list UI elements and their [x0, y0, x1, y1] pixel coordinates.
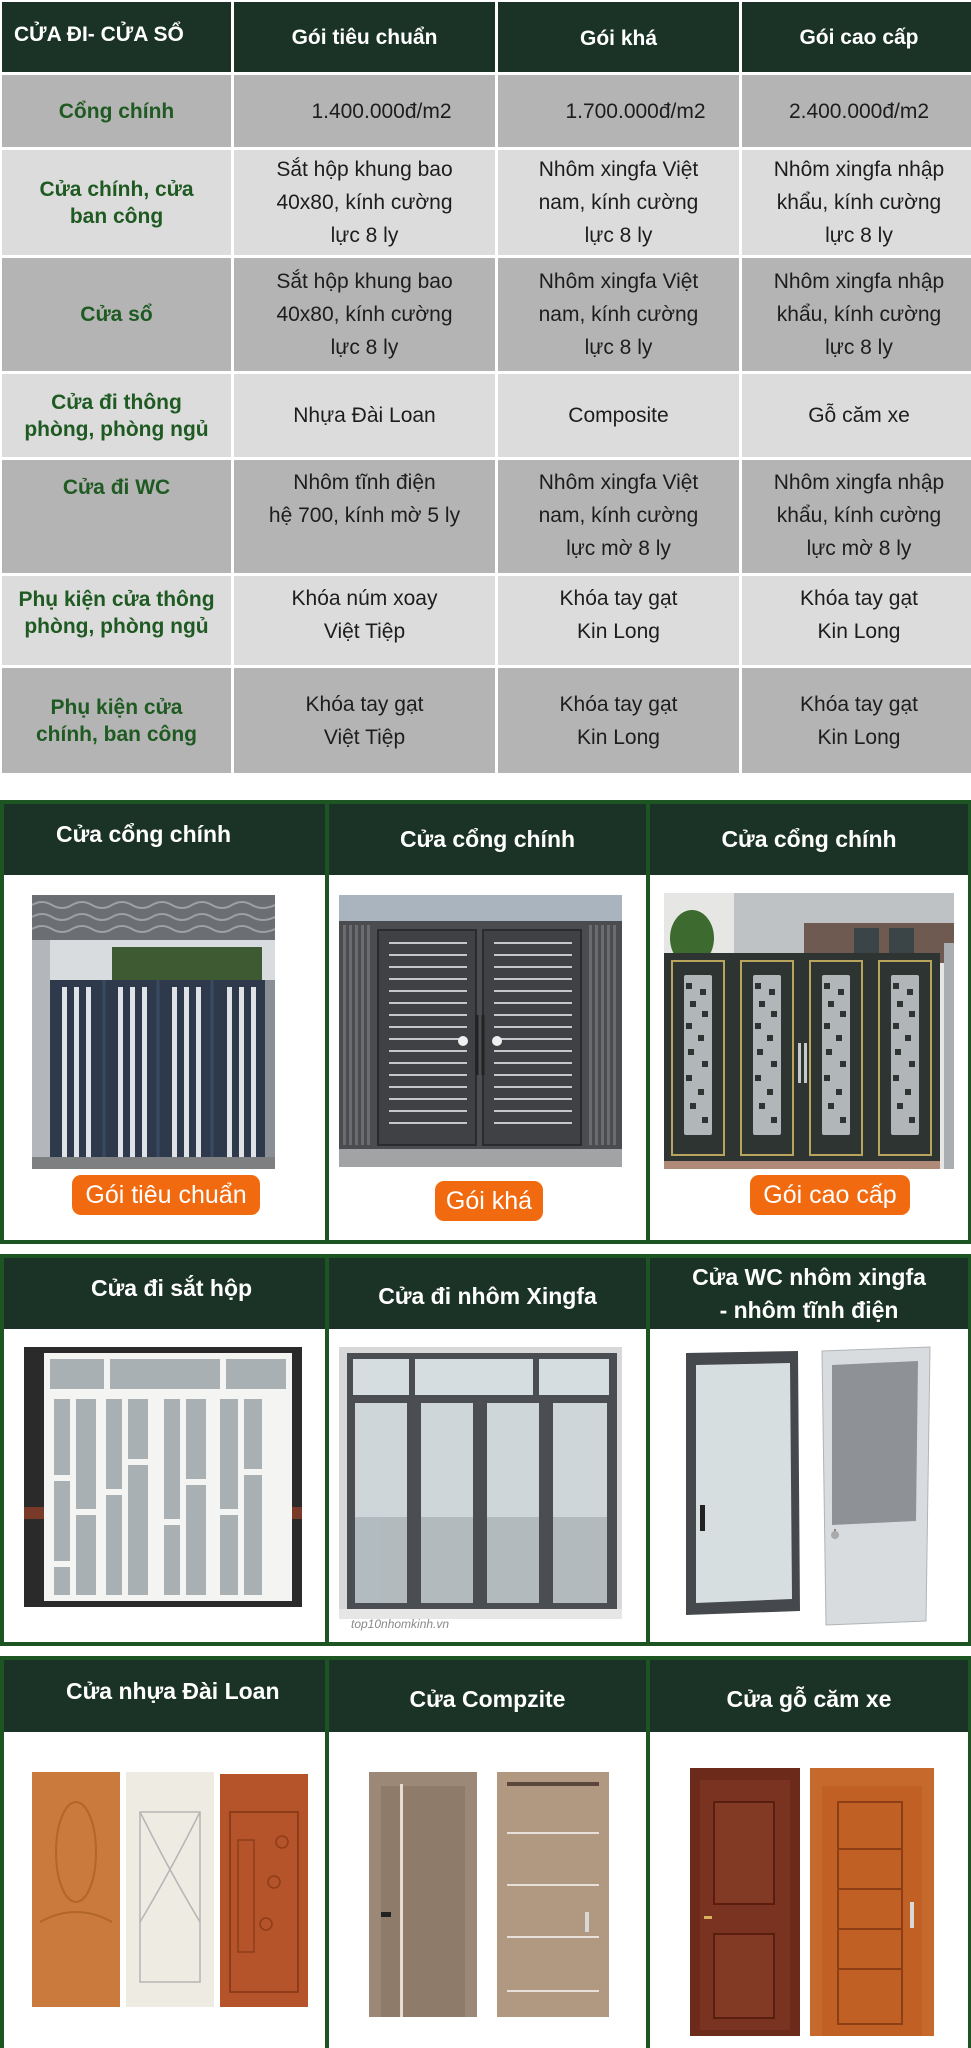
- product-title: Cửa Compzite: [329, 1660, 646, 1732]
- xingfa-aluminum-door-image: [339, 1347, 622, 1619]
- product-card-steel-door: [4, 1329, 325, 1642]
- product-card-composite-door: [329, 1732, 646, 2048]
- product-card-xingfa-door: top10nhomkinh.vn: [329, 1329, 646, 1642]
- row-label-main-gate: Cổng chính: [2, 75, 231, 147]
- row-label-wc-door: Cửa đi WC: [2, 460, 231, 573]
- product-card-teak-door: [650, 1732, 968, 2048]
- product-card-premium-gate: Gói cao cấp: [650, 875, 968, 1240]
- table-cell: 2.400.000đ/m2: [742, 75, 971, 147]
- product-title: Cửa nhựa Đài Loan: [4, 1660, 325, 1732]
- wc-aluminum-doors-image: [670, 1345, 960, 1635]
- product-title: Cửa cổng chính: [650, 804, 968, 875]
- teak-wood-doors-image: [690, 1768, 934, 2036]
- gate-laser-cut-pattern-image: [664, 893, 954, 1169]
- watermark-text: top10nhomkinh.vn: [351, 1617, 450, 1631]
- table-cell: Nhựa Đài Loan: [234, 374, 495, 457]
- gate-products-section: Cửa cổng chính Cửa cổng chính Cửa cổng c…: [0, 800, 971, 1244]
- product-card-plastic-door: [4, 1732, 325, 2048]
- gate-vertical-bars-image: [32, 895, 275, 1169]
- main-door-products-section: Cửa đi sắt hộp Cửa đi nhôm Xingfa Cửa WC…: [0, 1254, 971, 1646]
- table-header-good: Gói khá: [498, 2, 739, 72]
- taiwan-plastic-doors-image: [32, 1772, 308, 2007]
- good-package-button[interactable]: Gói khá: [435, 1181, 543, 1221]
- standard-package-button[interactable]: Gói tiêu chuẩn: [72, 1175, 260, 1215]
- premium-package-button[interactable]: Gói cao cấp: [750, 1175, 910, 1215]
- product-title: Cửa đi sắt hộp: [4, 1258, 325, 1329]
- comparison-table: CỬA ĐI- CỬA SỔ Gói tiêu chuẩn Gói khá Gó…: [0, 0, 971, 773]
- product-title: Cửa WC nhôm xingfa- nhôm tĩnh điện: [650, 1258, 968, 1329]
- table-cell: 1.700.000đ/m2: [498, 75, 739, 147]
- table-cell: Composite: [498, 374, 739, 457]
- white-steel-door-image: [24, 1347, 302, 1607]
- table-cell: 1.400.000đ/m2: [234, 75, 495, 147]
- gate-horizontal-slats-image: [339, 895, 622, 1167]
- composite-doors-image: [369, 1772, 609, 2017]
- product-title: Cửa gỗ căm xe: [650, 1660, 968, 1732]
- table-cell: Gỗ căm xe: [742, 374, 971, 457]
- product-title: Cửa cổng chính: [4, 804, 325, 875]
- table-header-standard: Gói tiêu chuẩn: [234, 2, 495, 72]
- product-title: Cửa cổng chính: [329, 804, 646, 875]
- product-title: Cửa đi nhôm Xingfa: [329, 1258, 646, 1329]
- product-card-standard-gate: Gói tiêu chuẩn: [4, 875, 325, 1240]
- interior-door-products-section: Cửa nhựa Đài Loan Cửa Compzite Cửa gỗ că…: [0, 1656, 971, 2048]
- table-header-premium: Gói cao cấp: [742, 2, 971, 72]
- product-card-wc-door: [650, 1329, 968, 1642]
- row-label-window: Cửa sổ: [2, 258, 231, 371]
- table-header-category: CỬA ĐI- CỬA SỔ: [2, 2, 231, 72]
- product-card-good-gate: Gói khá: [329, 875, 646, 1240]
